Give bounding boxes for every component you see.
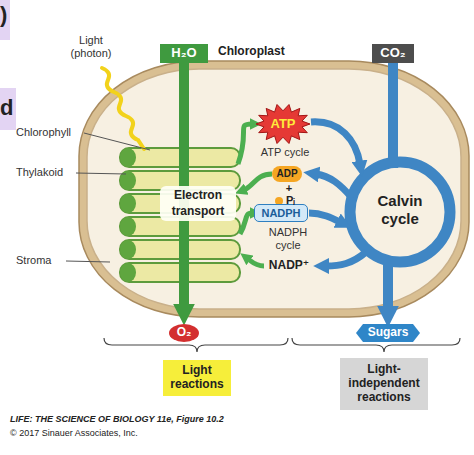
disc-edge (120, 240, 136, 259)
node-text: CO₂ (380, 46, 405, 61)
node-text: Chloroplast (218, 44, 285, 58)
credit-line: LIFE: THE SCIENCE OF BIOLOGY 11e, Figure… (10, 414, 340, 427)
output-oval: O₂ (169, 324, 199, 342)
part-label: Stroma (16, 254, 66, 268)
nadph-box: NADPH (254, 204, 308, 222)
stage-box: Light reactions (163, 360, 231, 396)
stage-box: Light-independent reactions (340, 358, 428, 410)
cycle-label: ATP cycle (254, 146, 316, 160)
chloroplast-organelle: ChloroplastElectron transport ATP ADP NADPH (78, 44, 470, 324)
node-text: O₂ (177, 326, 192, 340)
disc-edge (120, 148, 136, 167)
credit-line: © 2017 Sinauer Associates, Inc. (10, 428, 340, 441)
node-text: Sugars (368, 326, 409, 340)
node-text: Light-independent reactions (340, 363, 428, 404)
crop-fragment: d (0, 88, 16, 130)
node-text: Electron transport (160, 186, 236, 221)
bracket (104, 338, 288, 352)
thylakoid-disc (120, 240, 240, 259)
disc-edge (120, 217, 136, 236)
sugar-hexagon: Sugars (356, 324, 420, 342)
cofactor-label: NADP⁺ (262, 258, 316, 274)
node-text: NADPH (261, 207, 300, 220)
input-box: H₂O (160, 44, 208, 63)
thylakoid-disc (120, 263, 240, 282)
plus-sign: + (283, 182, 295, 195)
node-text: ADP (276, 168, 297, 180)
cycle-name: Calvin cycle (364, 192, 436, 232)
disc-edge (120, 171, 136, 190)
disc-edge (120, 194, 136, 213)
disc-edge (120, 263, 136, 282)
burst-shape (256, 105, 310, 144)
outer-membrane (79, 61, 469, 317)
light-label: Light (photon) (60, 34, 122, 64)
node-text: Light reactions (163, 364, 231, 392)
cycle-label: NADPH cycle (260, 226, 316, 254)
inner-membrane (87, 69, 461, 309)
input-box: CO₂ (372, 44, 414, 63)
node-text: H₂O (171, 46, 196, 61)
atp-burst: ATP (256, 104, 310, 144)
thylakoid-disc (120, 148, 240, 167)
adp-oval: ADP (272, 166, 302, 182)
part-label: Chlorophyll (16, 126, 86, 140)
part-label: Thylakoid (16, 166, 78, 180)
hexagon-shape (356, 324, 420, 342)
phosphate-label: Pᵢ (286, 194, 304, 208)
thylakoid-stack: Electron transport (118, 146, 242, 284)
node-text: ATP (270, 117, 295, 132)
crop-fragment: ) (0, 0, 10, 40)
